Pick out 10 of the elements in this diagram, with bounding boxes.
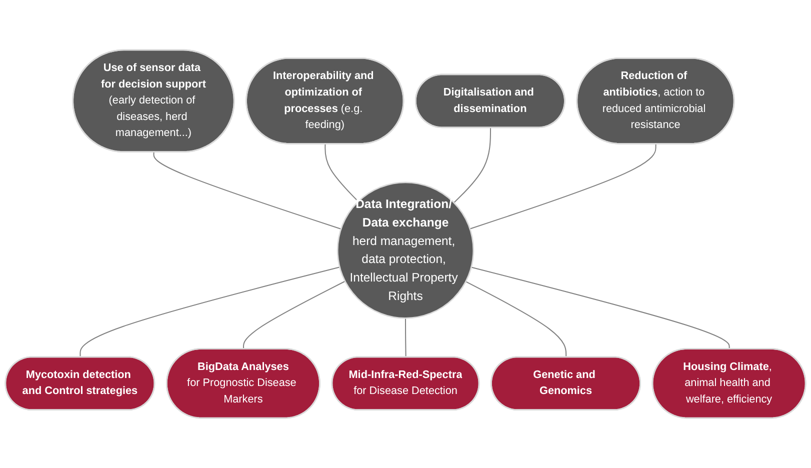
connector [454, 128, 492, 204]
connector [324, 144, 359, 202]
connector [471, 266, 730, 350]
connector [405, 318, 406, 358]
connector [242, 280, 346, 350]
connector [466, 281, 567, 358]
connector [153, 152, 342, 230]
node-circle: Data Integration/ Data exchange herd management, data protection, Intellectual Property Rights [336, 182, 474, 319]
connector [470, 144, 656, 230]
connector [80, 266, 340, 358]
